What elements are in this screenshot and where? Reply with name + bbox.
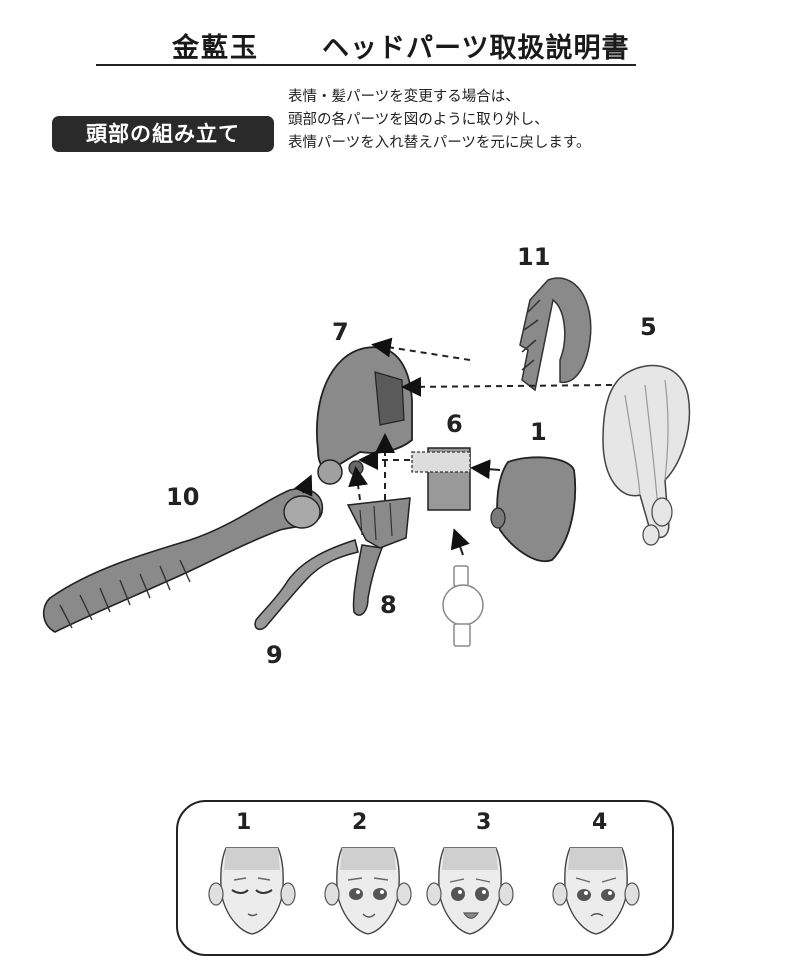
part-5-front-hair (602, 364, 691, 546)
part-6-joint-block (411, 447, 471, 511)
brand-name: 金藍玉 (172, 33, 259, 64)
neck-joint-outline (442, 565, 484, 647)
face-label-4: 4 (592, 810, 608, 835)
assembly-guides (294, 337, 613, 556)
part-1-face (490, 456, 577, 563)
face-expression-2 (324, 847, 412, 935)
face-expression-3 (426, 847, 514, 935)
part-8-side-hair (346, 497, 411, 616)
part-7-head-shell (316, 346, 413, 485)
part-label-1: 1 (530, 418, 547, 446)
face-expression-1 (208, 847, 296, 935)
title-underline (96, 64, 636, 66)
part-11-rear-hair (519, 277, 592, 392)
instruction-line-1: 表情・髪パーツを変更する場合は、 (288, 89, 520, 105)
part-label-7: 7 (332, 318, 349, 346)
instructions-text: 表情・髪パーツを変更する場合は、 頭部の各パーツを図のように取り外し、 表情パー… (288, 86, 590, 155)
part-label-11: 11 (517, 243, 550, 271)
instruction-line-3: 表情パーツを入れ替えパーツを元に戻します。 (288, 135, 591, 151)
assembly-diagram: 11 5 7 6 1 10 9 8 (42, 243, 691, 669)
part-label-6: 6 (446, 410, 463, 438)
face-label-3: 3 (476, 810, 492, 835)
section-badge: 頭部の組み立て (52, 116, 274, 152)
part-9-curl-tail (254, 539, 359, 631)
part-label-9: 9 (266, 641, 283, 669)
part-10-long-braid (42, 488, 324, 633)
document-title: ヘッドパーツ取扱説明書 (322, 33, 630, 64)
face-expression-4 (552, 847, 640, 935)
instruction-line-2: 頭部の各パーツを図のように取り外し、 (288, 112, 549, 128)
part-label-8: 8 (380, 591, 397, 619)
face-label-1: 1 (236, 810, 252, 835)
part-label-10: 10 (166, 483, 199, 511)
part-label-5: 5 (640, 313, 657, 341)
face-label-2: 2 (352, 810, 368, 835)
